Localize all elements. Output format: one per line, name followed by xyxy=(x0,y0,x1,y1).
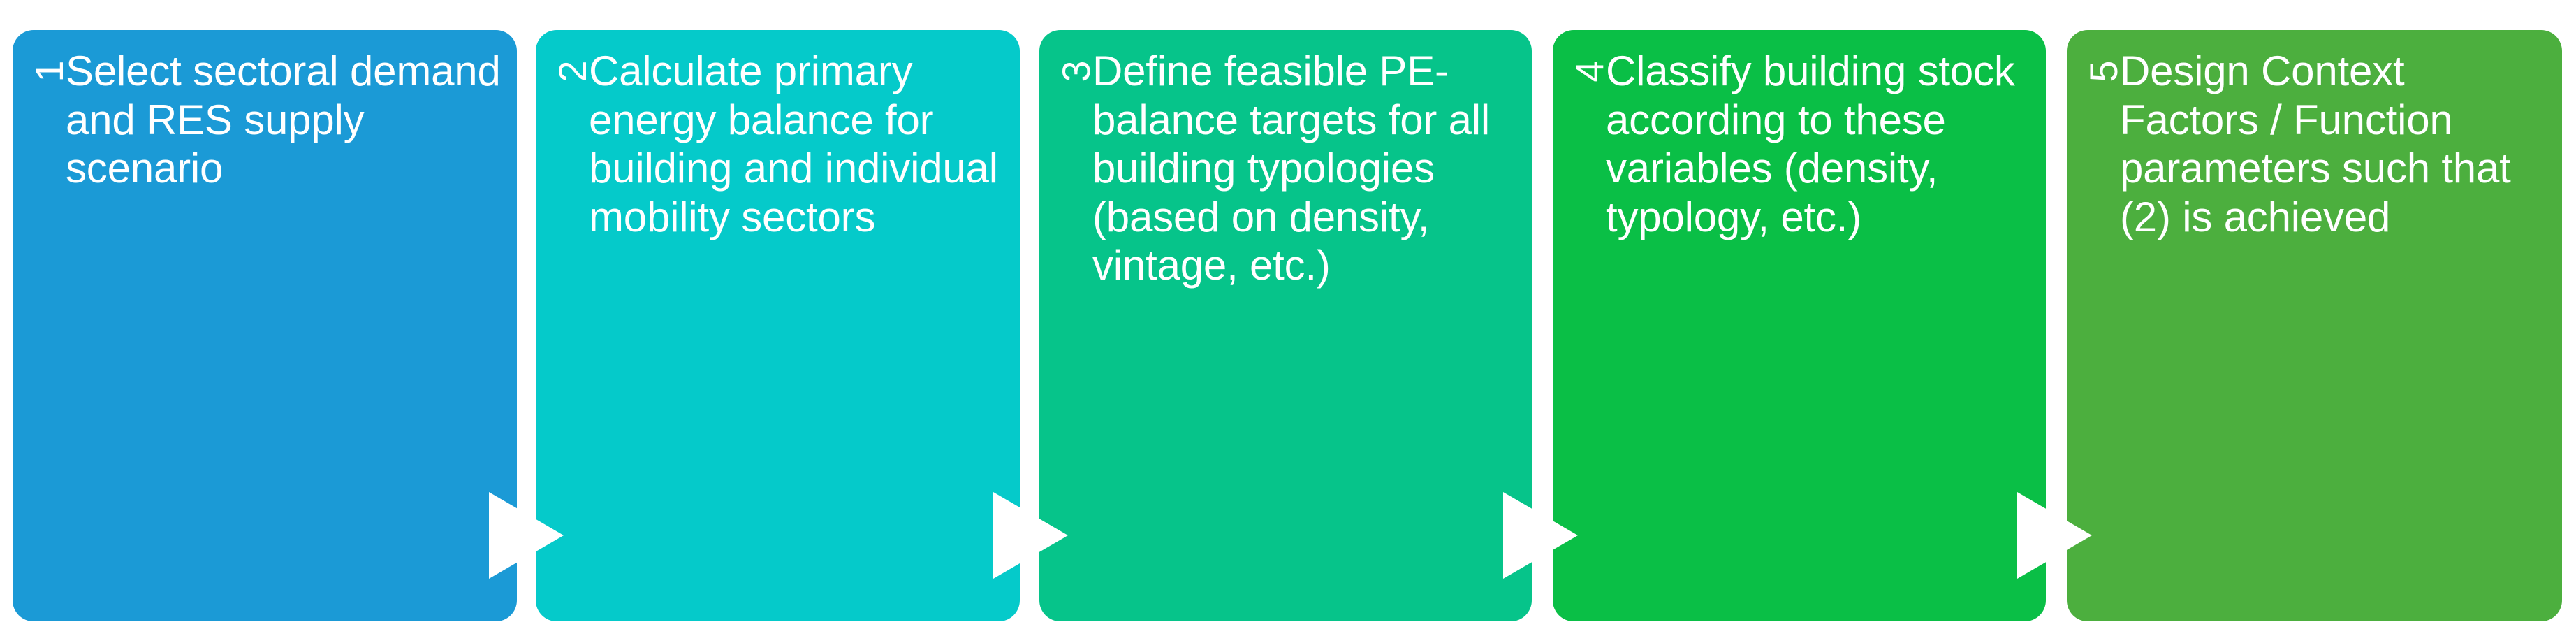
step-2-label: Calculate primary energy balance for bui… xyxy=(589,48,998,240)
step-1-number: 1 xyxy=(27,60,71,82)
step-1-label: Select sectoral demand and RES supply sc… xyxy=(66,48,501,192)
process-step-3[interactable]: 3 Define feasible PE-balance targets for… xyxy=(1039,30,1532,621)
process-step-2[interactable]: 2 Calculate primary energy balance for b… xyxy=(536,30,1020,621)
process-step-5[interactable]: 5 Design Context Factors / Function para… xyxy=(2067,30,2562,621)
step-4-label: Classify building stock according to the… xyxy=(1606,48,2015,240)
step-1-content: 1 Select sectoral demand and RES supply … xyxy=(27,47,504,193)
step-2-number: 2 xyxy=(550,60,594,82)
step-3-content: 3 Define feasible PE-balance targets for… xyxy=(1054,47,1519,290)
arrow-right-icon-2 xyxy=(993,492,1068,579)
step-4-number: 4 xyxy=(1567,60,1611,82)
step-3-label: Define feasible PE-balance targets for a… xyxy=(1092,48,1491,289)
step-2-content: 2 Calculate primary energy balance for b… xyxy=(550,47,1007,241)
step-4-content: 4 Classify building stock according to t… xyxy=(1567,47,2033,241)
arrow-right-icon-4 xyxy=(2017,492,2092,579)
process-step-4[interactable]: 4 Classify building stock according to t… xyxy=(1553,30,2046,621)
step-5-number: 5 xyxy=(2081,60,2125,82)
arrow-right-icon-1 xyxy=(489,492,564,579)
arrow-right-icon-3 xyxy=(1503,492,1578,579)
step-3-number: 3 xyxy=(1054,60,1098,82)
process-step-1[interactable]: 1 Select sectoral demand and RES supply … xyxy=(13,30,517,621)
step-5-label: Design Context Factors / Function parame… xyxy=(2120,48,2511,240)
step-5-content: 5 Design Context Factors / Function para… xyxy=(2081,47,2549,241)
